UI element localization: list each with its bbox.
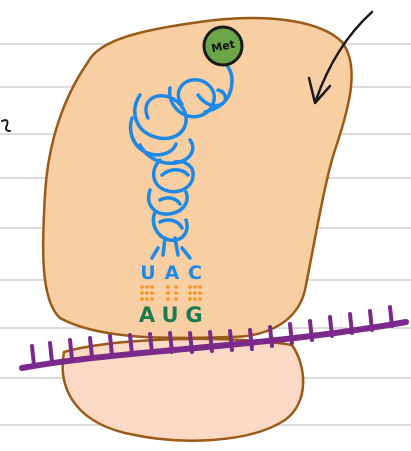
codon-letter-3: G [185,303,202,327]
codon: A U G [139,303,203,327]
large-ribosomal-subunit [43,18,352,338]
anticodon-letter-3: C [188,262,202,284]
codon-letter-2: U [161,303,178,327]
anticodon-letter-1: U [140,262,155,284]
anticodon-letter-2: A [165,262,180,284]
pair-dots-3 [188,285,202,301]
stray-mark [2,120,10,131]
anticodon: U A C [140,262,202,284]
amino-acid: Met [204,27,242,65]
codon-letter-1: A [139,303,156,327]
pair-dots-1 [140,285,154,301]
